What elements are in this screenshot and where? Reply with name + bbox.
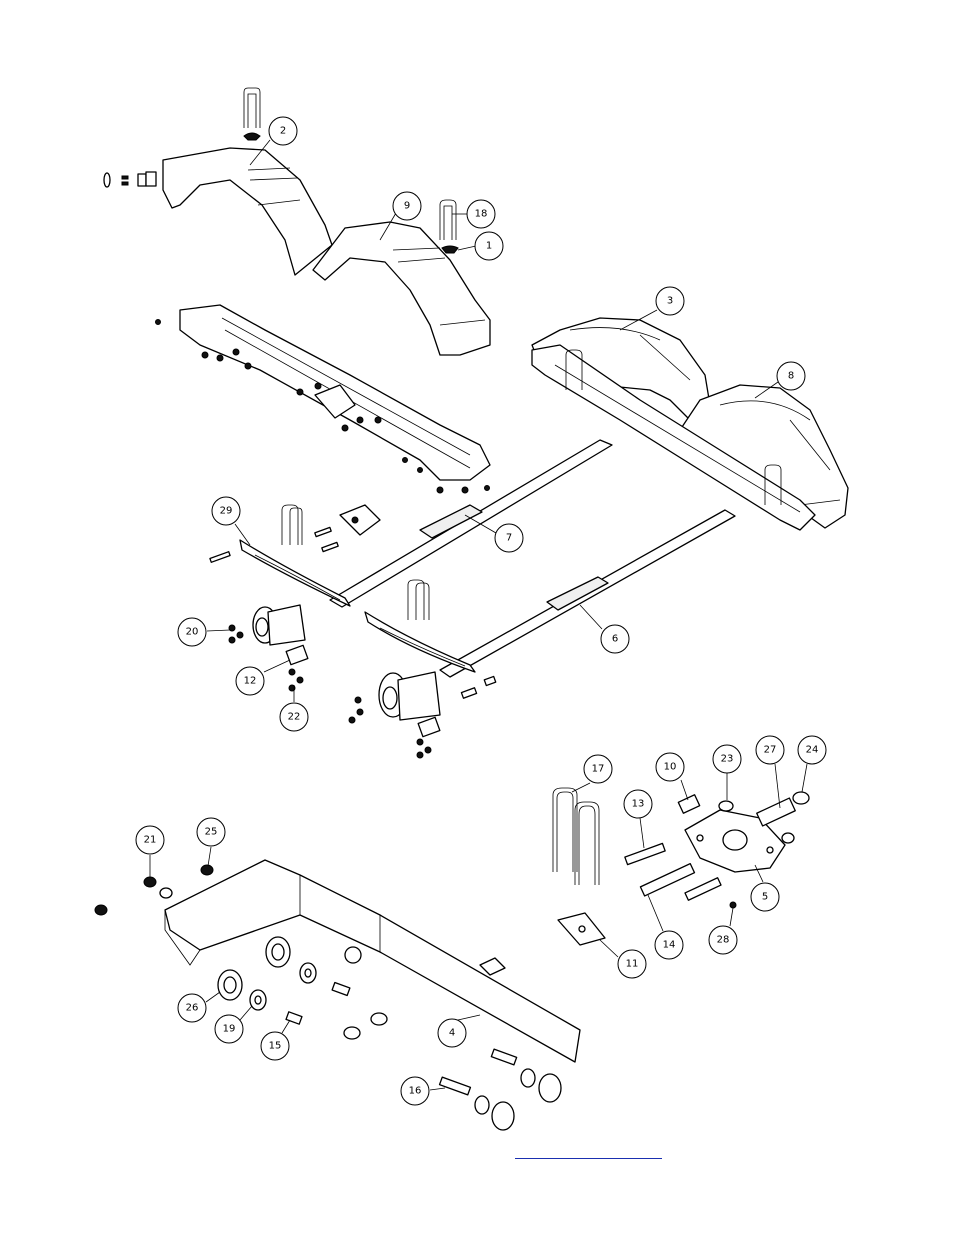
axle-tube-6 [439,509,736,678]
svg-text:18: 18 [475,209,488,220]
callout-4: 4 [437,1018,467,1048]
u-bolt-pair-front [281,504,303,545]
callout-15: 15 [260,1031,290,1061]
svg-text:24: 24 [806,745,819,756]
leader-lines [149,139,808,1091]
svg-text:16: 16 [409,1086,422,1097]
frame-rail-detail-4 [164,859,581,1063]
bushing-upper [265,936,291,968]
callout-19: 19 [214,1014,244,1044]
callout-5: 5 [750,882,780,912]
callout-27: 27 [755,735,785,765]
bolts-13-14 [624,842,722,901]
svg-text:15: 15 [269,1041,282,1052]
svg-text:14: 14 [663,940,676,951]
svg-text:19: 19 [223,1024,236,1035]
svg-text:13: 13 [632,799,645,810]
washer-upper [299,962,317,984]
callout-24: 24 [797,735,827,765]
leaf-spring-29 [239,539,351,607]
callout-1: 1 [474,231,504,261]
svg-text:17: 17 [592,764,605,775]
svg-text:6: 6 [612,634,618,645]
callout-6: 6 [600,624,630,654]
callout-2: 2 [268,116,298,146]
fender-hardware-left [103,171,157,188]
callout-21: 21 [135,825,165,855]
callout-14: 14 [654,930,684,960]
axle-tube-7 [329,439,613,608]
svg-text:23: 23 [721,754,734,765]
u-bolt-top-left [243,87,261,141]
fender-left-rear [312,221,491,356]
svg-text:28: 28 [717,935,730,946]
svg-text:27: 27 [764,745,777,756]
callout-29: 29 [211,496,241,526]
front-hardware [209,526,339,692]
callout-25: 25 [196,817,226,847]
left-rail-hardware [155,319,490,494]
svg-text:9: 9 [404,201,410,212]
svg-text:22: 22 [288,712,301,723]
svg-text:26: 26 [186,1003,199,1014]
callout-10: 10 [655,752,685,782]
callout-17: 17 [583,754,613,784]
nuts-21-25 [94,864,214,916]
footer-link-underline[interactable] [515,1158,662,1159]
svg-text:20: 20 [186,627,199,638]
callout-20: 20 [177,617,207,647]
svg-text:29: 29 [220,506,233,517]
svg-text:1: 1 [486,241,492,252]
right-u-bolts [565,349,782,505]
svg-text:5: 5 [762,892,768,903]
callout-balloons: 2 9 18 1 3 8 29 7 20 12 22 6 17 10 23 27… [135,116,827,1106]
sleeve-27 [756,797,796,827]
frame-rail-left [179,304,491,481]
bushing-10 [677,794,701,814]
callout-23: 23 [712,744,742,774]
hanger-plate-front [339,504,381,536]
callout-3: 3 [655,286,685,316]
callout-12: 12 [235,666,265,696]
rear-hardware [348,675,497,759]
svg-text:10: 10 [664,762,677,773]
svg-text:21: 21 [144,835,157,846]
u-bolt-pair-rear [407,579,430,620]
callout-26: 26 [177,993,207,1023]
svg-text:3: 3 [667,296,673,307]
bushing-26 [217,969,243,1001]
svg-text:4: 4 [449,1028,455,1039]
shackle-plate-11 [557,912,606,946]
u-bolts-17 [552,787,600,885]
callout-9: 9 [392,191,422,221]
fender-left-front [162,147,333,276]
leaf-spring-rear [364,611,476,673]
svg-text:12: 12 [244,676,257,687]
callout-11: 11 [617,949,647,979]
frame-rail-right [531,344,816,531]
svg-text:11: 11 [626,959,639,970]
bolt-16-group [438,1048,562,1131]
callout-8: 8 [776,361,806,391]
svg-text:8: 8 [788,371,794,382]
svg-text:25: 25 [205,827,218,838]
callout-13: 13 [623,789,653,819]
bolt-15 [285,1011,303,1025]
callout-28: 28 [708,925,738,955]
lock-nuts [343,1012,388,1040]
callout-7: 7 [494,523,524,553]
svg-text:7: 7 [506,533,512,544]
bolt-mid [331,981,351,997]
callout-22: 22 [279,702,309,732]
callout-16: 16 [400,1076,430,1106]
washer-19 [249,989,267,1011]
u-bolt-18 [439,199,459,254]
hub-front [252,604,306,646]
nuts-23-24 [718,791,810,909]
hub-rear [378,671,441,721]
callout-18: 18 [466,199,496,229]
svg-text:2: 2 [280,126,286,137]
